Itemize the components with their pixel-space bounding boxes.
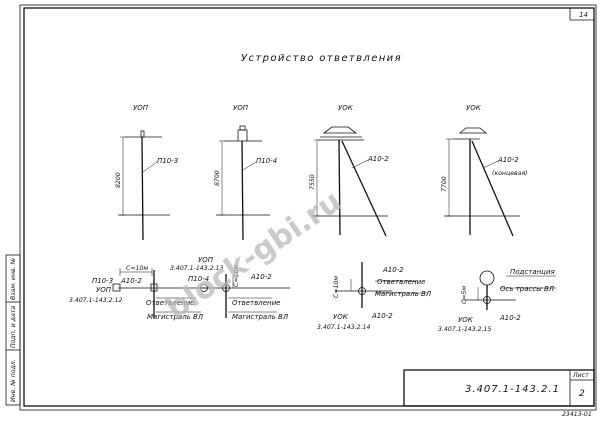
stamp-cell-sign: Подп. и дата xyxy=(10,306,17,348)
drawing-title: Устройство ответвления xyxy=(241,53,402,64)
crossarm-head-icon xyxy=(237,129,248,141)
pole-circle-icon xyxy=(200,284,208,292)
plan2-top-ref: 3.407.1-143.2.13 xyxy=(170,265,223,272)
plan1-mid-spec: А10-2 xyxy=(120,277,142,285)
sheet-label: Лист xyxy=(572,372,589,379)
pole-2-type: УОП xyxy=(233,104,249,112)
plan4-ref: 3.407.1-143.2.15 xyxy=(438,326,491,333)
pole-3-spec: А10-2 xyxy=(367,155,389,163)
substation-icon xyxy=(479,270,495,286)
pole-3-elevation: УОК 7550 А10-2 xyxy=(309,104,389,237)
inner-frame xyxy=(23,7,595,407)
plan4-axis: Ось трассы ВЛ xyxy=(500,285,555,293)
plan4-bottom-spec: А10-2 xyxy=(499,314,521,322)
plan3-ref: 3.407.1-143.2.14 xyxy=(317,324,370,331)
crossarm-head-icon xyxy=(322,126,358,134)
pole-4-elevation: УОК 7700 А10-2 (концевая) xyxy=(441,104,528,237)
page-number: 14 xyxy=(579,11,588,19)
pole-4-note: (концевая) xyxy=(492,170,528,177)
side-stamp: Инв. № подл. Подп. и дата Взам. инв. № xyxy=(5,254,21,406)
crossarm-head-icon xyxy=(458,127,488,134)
plan3-dim: С=10м xyxy=(333,276,340,298)
plan3-top-spec: А10-2 xyxy=(382,266,404,274)
pole-3-type: УОК xyxy=(338,104,354,112)
pole-4-spec: А10-2 xyxy=(497,156,519,164)
plan2-main: Магистраль ВЛ xyxy=(232,313,289,321)
plan-3: С=10м А10-2 Ответвление Магистраль ВЛ УО… xyxy=(317,262,432,331)
pole-4-height: 7700 xyxy=(441,176,448,192)
pole-2-spec: П10-4 xyxy=(256,157,277,165)
plan4-substation: Подстанция xyxy=(510,268,555,276)
plan1-left-type: УОП xyxy=(96,286,112,294)
plan1-branch: Ответвление xyxy=(146,299,194,307)
pole-1-height: 8200 xyxy=(115,172,122,188)
pole-3-height: 7550 xyxy=(309,174,316,190)
insulator-icon xyxy=(239,125,246,131)
plan2-right-spec: А10-2 xyxy=(250,273,272,281)
pole-1-elevation: УОП 8200 П10-3 xyxy=(115,104,178,241)
plan2-dim: С=10м xyxy=(233,265,240,287)
plan3-type: УОК xyxy=(333,313,349,321)
pole-circle-icon xyxy=(358,287,366,295)
pole-circle-icon xyxy=(483,296,491,304)
plan1-dim: С=10м xyxy=(126,265,148,272)
pole-1-type: УОП xyxy=(133,104,149,112)
plan1-left-spec: П10-3 xyxy=(92,277,113,285)
plan2-left-spec: П10-4 xyxy=(188,275,209,283)
archive-number: 23413-01 xyxy=(562,411,592,418)
plan4-dim: С=5м xyxy=(461,286,468,304)
plan-4: С=5м Подстанция Ось трассы ВЛ УОК 3.407.… xyxy=(438,268,556,333)
document-code: 3.407.1-143.2.1 xyxy=(465,384,560,395)
pole-square-icon xyxy=(112,283,121,292)
plan4-type: УОК xyxy=(458,316,474,324)
plan-1: С=10м П10-3 А10-2 УОП 3.407.1-143.2.12 О… xyxy=(69,265,210,321)
pole-2-elevation: УОП 8700 П10-4 xyxy=(214,104,277,241)
pole-2-height: 8700 xyxy=(214,170,221,186)
plan3-branch: Ответвление xyxy=(377,278,425,286)
sheet-number: 2 xyxy=(579,389,585,399)
stamp-cell-inv: Инв. № подл. xyxy=(10,359,17,402)
outer-frame xyxy=(19,4,597,411)
plan1-left-ref: 3.407.1-143.2.12 xyxy=(69,297,122,304)
plan-2: УОП 3.407.1-143.2.13 П10-4 С=10м А10-2 О… xyxy=(170,256,290,321)
title-block: 3.407.1-143.2.1 Лист 2 xyxy=(403,369,595,407)
insulator-icon xyxy=(140,130,145,138)
pole-square-icon xyxy=(150,283,158,292)
pole-4-type: УОК xyxy=(466,104,482,112)
pole-1-spec: П10-3 xyxy=(157,157,178,165)
plan2-branch: Ответвление xyxy=(232,299,280,307)
plan3-bottom-spec: А10-2 xyxy=(371,312,393,320)
pole-circle-icon xyxy=(222,284,230,292)
plan1-main: Магистраль ВЛ xyxy=(147,313,204,321)
plan2-top-type: УОП xyxy=(198,256,214,264)
stamp-cell-replace: Взам. инв. № xyxy=(10,258,17,300)
plan3-main: Магистраль ВЛ xyxy=(375,290,432,298)
